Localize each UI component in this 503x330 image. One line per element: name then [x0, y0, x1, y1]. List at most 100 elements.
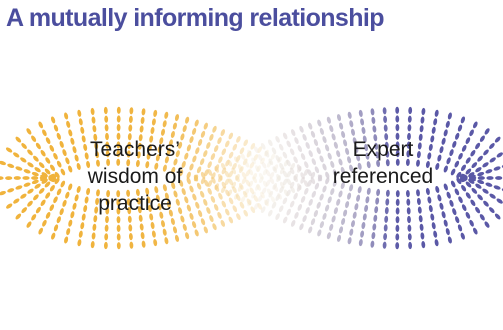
loop-dot [235, 175, 240, 182]
loop-dot [0, 190, 6, 196]
loop-dot [80, 222, 85, 230]
loop-dot [170, 217, 175, 226]
loop-dot [7, 163, 15, 168]
loop-dot [264, 149, 269, 157]
loop-dot [384, 141, 389, 149]
loop-dot [206, 142, 211, 149]
loop-dot [217, 137, 222, 145]
loop-dot [84, 196, 89, 204]
loop-dot [458, 196, 463, 204]
loop-dot [275, 213, 280, 220]
loop-dot [200, 130, 206, 138]
loop-dot [49, 204, 55, 211]
loop-dot [268, 190, 274, 198]
loop-dot [357, 186, 362, 194]
loop-dot [370, 108, 375, 116]
loop-dot [347, 192, 352, 200]
loop-dot [126, 150, 131, 158]
loop-dot [395, 207, 400, 215]
loop-dot [56, 216, 61, 224]
loop-dot [308, 198, 313, 206]
loop-dot [253, 195, 259, 202]
loop-dot [209, 215, 214, 223]
loop-dot [34, 167, 41, 173]
loop-dot [128, 233, 133, 241]
loop-dot [262, 168, 268, 176]
loop-dot [326, 232, 331, 240]
loop-dot [239, 201, 245, 209]
loop-dot [428, 205, 433, 213]
loop-dot [59, 208, 64, 216]
loop-dot [336, 198, 341, 206]
loop-dot [21, 207, 28, 214]
loop-dot [94, 206, 99, 214]
loop-dot [365, 152, 370, 160]
loop-dot [302, 133, 307, 141]
loop-dot [68, 129, 73, 137]
loop-dot [361, 221, 366, 230]
loop-dot [251, 191, 256, 199]
loop-dot [468, 178, 475, 184]
loop-dot [218, 192, 223, 200]
loop-dot [116, 106, 121, 114]
loop-dot [293, 156, 298, 164]
loop-dot [157, 203, 162, 211]
loop-dot [319, 221, 325, 229]
loop-dot [238, 183, 244, 190]
loop-dot [493, 185, 501, 190]
loop-dot [257, 202, 263, 210]
loop-dot [64, 236, 69, 244]
loop-dot [126, 159, 131, 167]
loop-dot [395, 233, 400, 241]
loop-dot [461, 185, 467, 192]
loop-dot [238, 166, 244, 173]
loop-dot [385, 150, 390, 158]
loop-dot [66, 120, 71, 128]
loop-dot [395, 242, 400, 250]
loop-dot [65, 191, 70, 199]
loop-dot [185, 116, 190, 124]
loop-dot [395, 216, 400, 224]
loop-dot [428, 143, 433, 151]
loop-dot [146, 152, 151, 160]
loop-dot [358, 109, 363, 117]
loop-dot [395, 198, 400, 206]
loop-dot [270, 153, 276, 160]
loop-dot [203, 122, 208, 130]
loop-dot [237, 185, 243, 192]
loop-dot [129, 107, 134, 115]
loop-dot [347, 237, 352, 245]
loop-dot [164, 192, 169, 200]
loop-dot [296, 164, 302, 172]
loop-dot [261, 187, 267, 195]
loop-dot [349, 184, 354, 192]
loop-dot [116, 132, 121, 140]
loop-dot [135, 159, 140, 168]
loop-dot [329, 223, 334, 231]
loop-dot [265, 179, 271, 187]
loop-dot [186, 177, 191, 185]
loop-dot [151, 230, 156, 238]
loop-dot [349, 228, 354, 236]
loop-dot [472, 121, 478, 129]
loop-dot [136, 151, 141, 159]
loop-dot [267, 139, 273, 147]
loop-dot [128, 224, 133, 232]
loop-dot [293, 192, 298, 200]
loop-dot [465, 212, 471, 219]
loop-dot [53, 124, 59, 132]
loop-dot [360, 118, 365, 126]
loop-dot [116, 124, 121, 132]
loop-dot [345, 201, 350, 209]
loop-dot [103, 241, 108, 250]
loop-dot [242, 158, 248, 166]
teachers-wisdom-label: Teachers’ wisdom of practice [70, 136, 200, 217]
loop-dot [162, 164, 167, 172]
loop-dot [408, 241, 413, 250]
loop-dot [258, 176, 264, 184]
loop-dot [228, 216, 234, 224]
loop-dot [357, 162, 362, 170]
loop-dot [228, 132, 234, 140]
loop-dot [407, 215, 411, 224]
loop-dot [35, 142, 41, 150]
